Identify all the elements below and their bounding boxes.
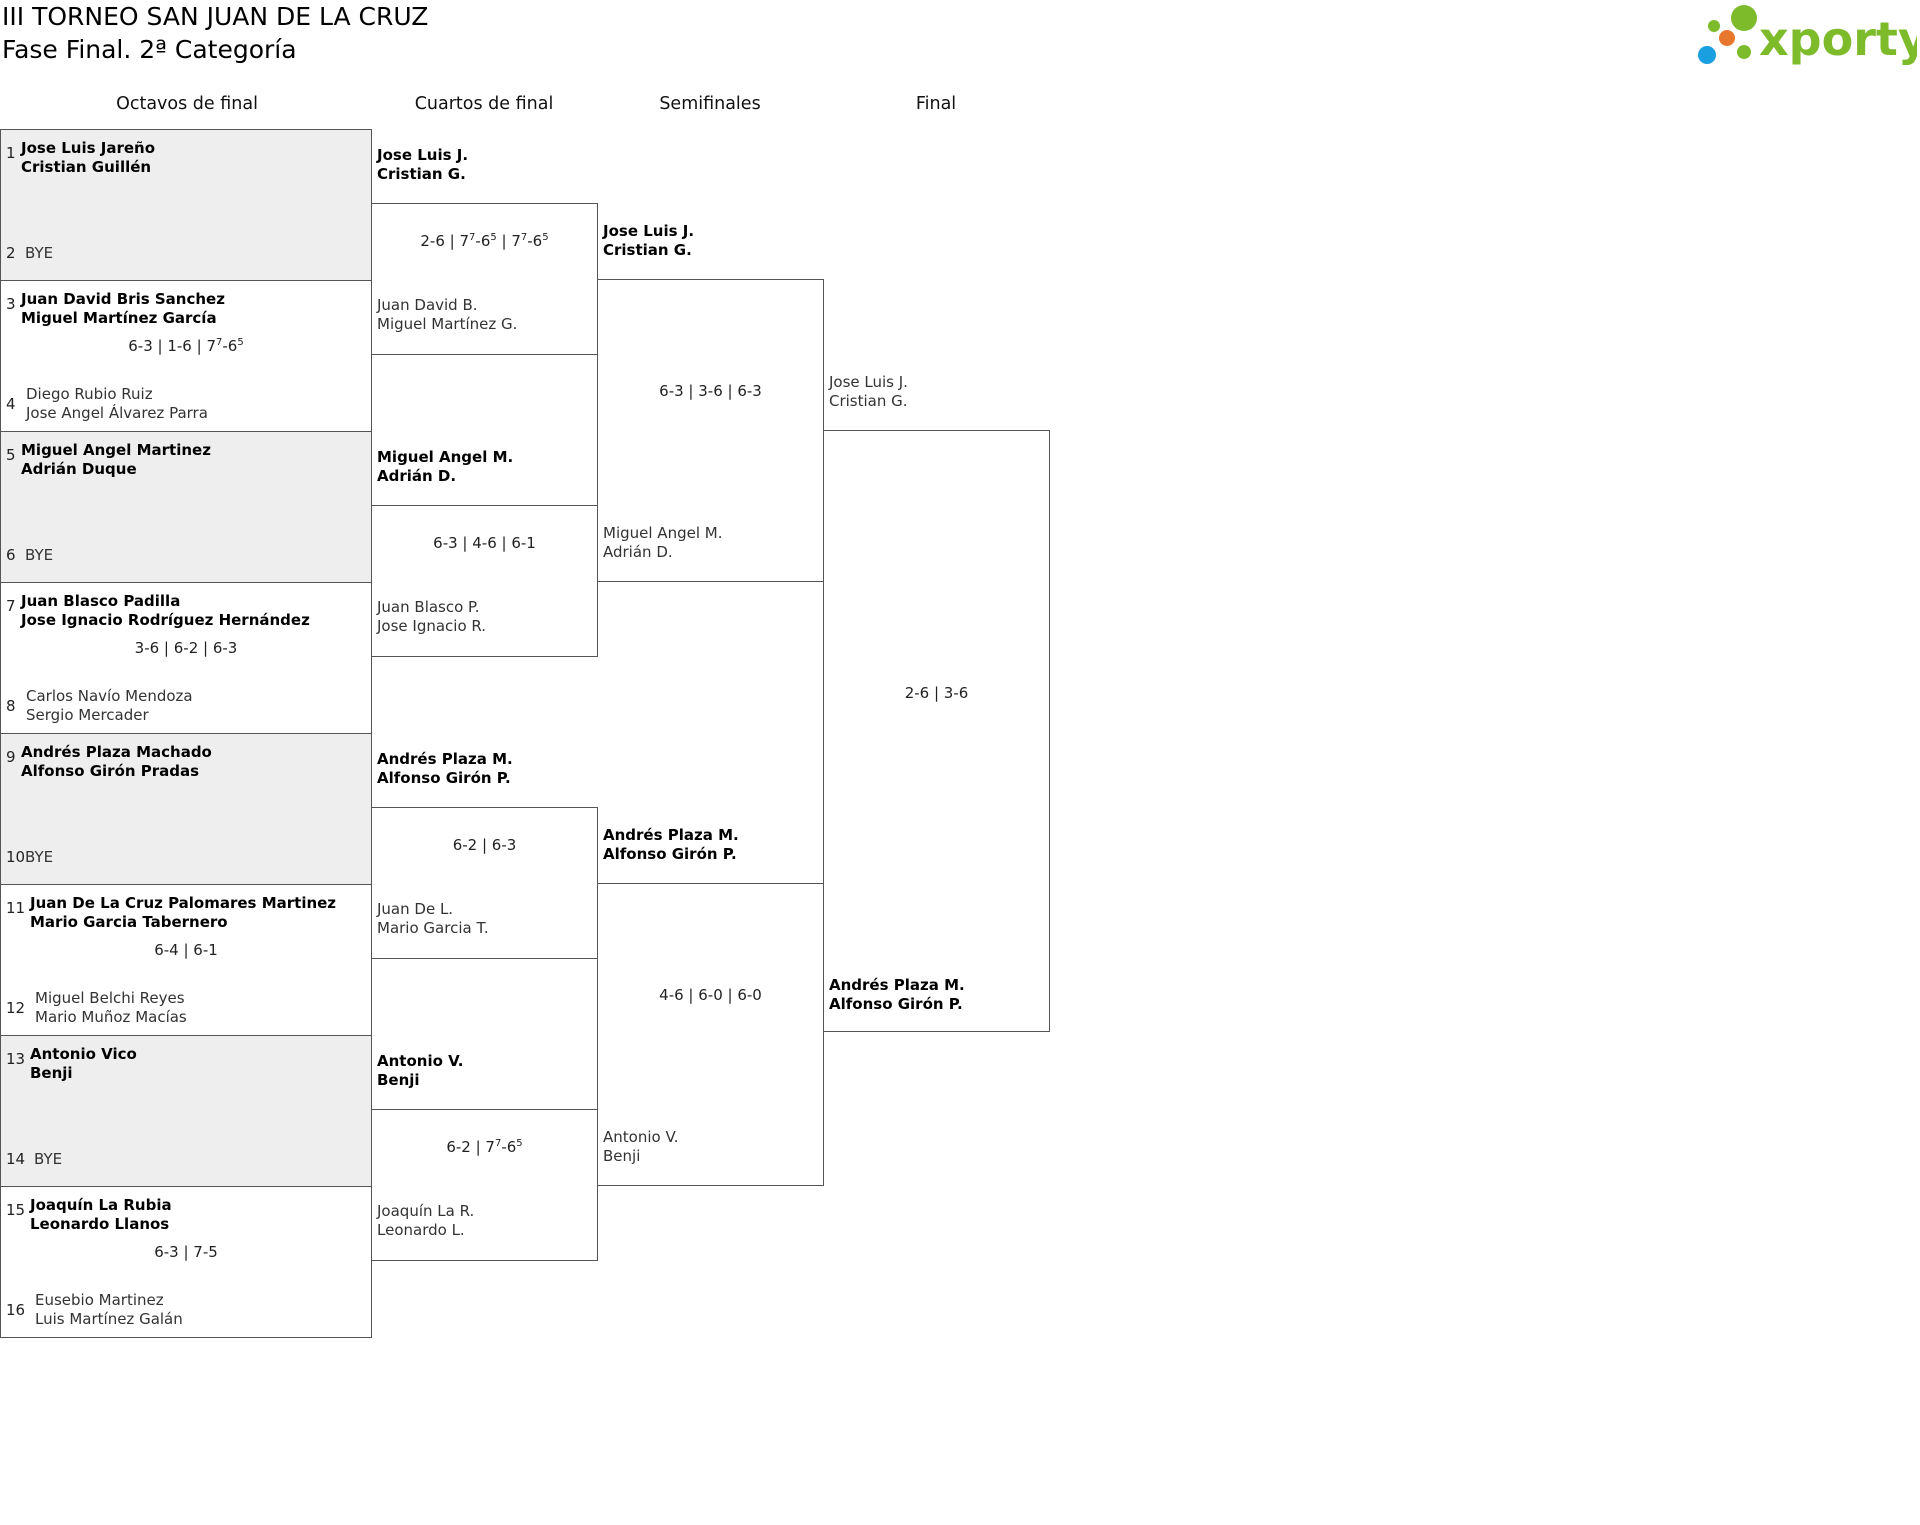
match-score: 6-4 | 6-1 [154, 941, 218, 959]
player-name: Andrés Plaza M. [603, 826, 739, 844]
player-name: Diego Rubio Ruiz [26, 385, 153, 403]
player-name: Juan Blasco Padilla [21, 592, 181, 610]
seed-number: 15 [6, 1201, 26, 1219]
player-name: Andrés Plaza Machado [21, 743, 212, 761]
player-name: Miguel Martínez G. [377, 315, 518, 333]
match-score: 4-6 | 6-0 | 6-0 [659, 986, 762, 1004]
player-name: Jose Ignacio Rodríguez Hernández [21, 611, 310, 629]
player-name: Alfonso Girón P. [829, 995, 963, 1013]
player-name: Eusebio Martinez [35, 1291, 164, 1309]
seed-number: 10 [6, 848, 26, 866]
octavos-match [0, 129, 372, 281]
seed-number: 9 [6, 748, 16, 766]
seed-number: 5 [6, 446, 16, 464]
match-score: 6-3 | 1-6 | 77-65 [128, 337, 244, 355]
player-name: Benji [30, 1064, 73, 1082]
octavos-match [0, 1035, 372, 1187]
match-score: 6-3 | 7-5 [154, 1243, 218, 1261]
seed-number: 1 [6, 144, 16, 162]
player-name: Miguel Angel M. [603, 524, 723, 542]
match-score: 2-6 | 77-65 | 77-65 [420, 232, 549, 250]
match-score: 6-2 | 6-3 [452, 836, 517, 854]
octavos-match [0, 1186, 372, 1338]
player-name: Leonardo Llanos [30, 1215, 170, 1233]
player-name: Benji [603, 1147, 641, 1165]
player-name: Jose Luis J. [603, 222, 695, 240]
match-score: 6-3 | 3-6 | 6-3 [659, 382, 762, 400]
seed-number: 7 [6, 597, 16, 615]
match-score: 6-3 | 4-6 | 6-1 [433, 534, 536, 552]
player-name: Juan De L. [377, 900, 454, 918]
player-name: Sergio Mercader [26, 706, 149, 724]
player-name: Cristian Guillén [21, 158, 152, 176]
tournament-subtitle: Fase Final. 2ª Categoría [2, 35, 297, 64]
player-name: Adrián D. [603, 543, 673, 561]
player-name: Joaquín La Rubia [30, 1196, 172, 1214]
player-name: Miguel Belchi Reyes [35, 989, 185, 1007]
seed-number: 4 [6, 395, 16, 413]
xporty-logo-icon: xporty [1698, 5, 1920, 66]
octavos-match [0, 733, 372, 885]
player-name: Miguel Angel M. [377, 448, 514, 466]
player-name: Andrés Plaza M. [377, 750, 513, 768]
seed-number: 6 [6, 546, 16, 564]
player-name: Benji [377, 1071, 420, 1089]
player-name: Leonardo L. [377, 1221, 465, 1239]
tournament-title: III TORNEO SAN JUAN DE LA CRUZ [2, 2, 429, 31]
round-header-final: Final [915, 94, 957, 114]
match-score: 6-2 | 77-65 [446, 1138, 523, 1156]
player-name: Alfonso Girón Pradas [21, 762, 200, 780]
player-name: Miguel Martínez García [21, 309, 217, 327]
xporty-logo: xporty [1692, 2, 1920, 70]
player-name: Cristian G. [603, 241, 692, 259]
player-name: Antonio V. [377, 1052, 464, 1070]
match-score: 3-6 | 6-2 | 6-3 [134, 639, 238, 657]
seed-number: 2 [6, 244, 16, 262]
player-name: Andrés Plaza M. [829, 976, 965, 994]
round-header-octavos: Octavos de final [116, 94, 258, 114]
player-name: Juan David B. [377, 296, 478, 314]
player-name: Jose Angel Álvarez Parra [26, 404, 208, 422]
player-name: Antonio Vico [30, 1045, 137, 1063]
logo-text: xporty [1759, 12, 1917, 66]
round-header-semis: Semifinales [659, 94, 761, 114]
player-name: Miguel Angel Martinez [21, 441, 211, 459]
seed-number: 11 [6, 899, 26, 917]
round-header-cuartos: Cuartos de final [414, 94, 554, 114]
player-name: Adrián Duque [21, 460, 137, 478]
player-name: Juan Blasco P. [377, 598, 480, 616]
player-name: Cristian G. [377, 165, 466, 183]
player-name: Jose Luis J. [829, 373, 908, 391]
player-name: Jose Luis Jareño [21, 139, 155, 157]
bye-label: BYE [25, 244, 54, 262]
player-name: Cristian G. [829, 392, 908, 410]
seed-number: 8 [6, 697, 16, 715]
bye-label: BYE [25, 546, 54, 564]
player-name: Mario Muñoz Macías [35, 1008, 187, 1026]
bye-label: BYE [34, 1150, 63, 1168]
player-name: Adrián D. [377, 467, 457, 485]
player-name: Juan De La Cruz Palomares Martinez [30, 894, 337, 912]
player-name: Antonio V. [603, 1128, 679, 1146]
semis-match [597, 883, 824, 1186]
player-name: Jose Luis J. [377, 146, 469, 164]
bye-label: BYE [25, 848, 54, 866]
seed-number: 3 [6, 295, 16, 313]
player-name: Jose Ignacio R. [377, 617, 487, 635]
player-name: Alfonso Girón P. [377, 769, 511, 787]
seed-number: 12 [6, 999, 26, 1017]
player-name: Juan David Bris Sanchez [21, 290, 225, 308]
player-name: Alfonso Girón P. [603, 845, 737, 863]
match-score: 2-6 | 3-6 [904, 684, 969, 702]
player-name: Joaquín La R. [377, 1202, 475, 1220]
seed-number: 16 [6, 1301, 26, 1319]
player-name: Carlos Navío Mendoza [26, 687, 193, 705]
seed-number: 13 [6, 1050, 26, 1068]
player-name: Mario Garcia T. [377, 919, 489, 937]
final-match [823, 430, 1050, 1032]
player-name: Mario Garcia Tabernero [30, 913, 228, 931]
seed-number: 14 [6, 1150, 26, 1168]
player-name: Luis Martínez Galán [35, 1310, 183, 1328]
